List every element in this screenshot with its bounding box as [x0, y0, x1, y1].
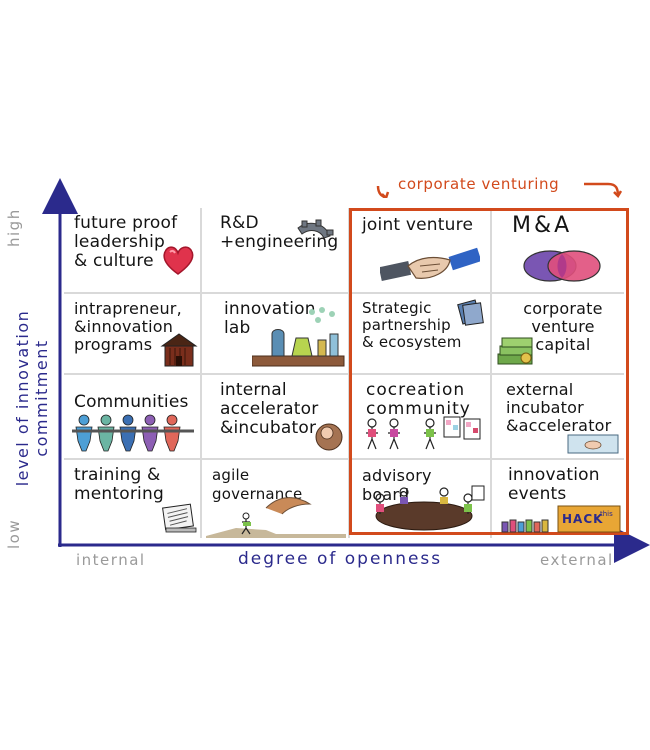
- cell-joint-venture: joint venture: [352, 210, 490, 292]
- y-axis-title: level of innovation commitment: [13, 309, 51, 487]
- cell-innovation-events: innovation events HACK this: [492, 460, 626, 535]
- stick-figures-icon: [366, 416, 481, 450]
- books-icon: [162, 503, 197, 533]
- documents-icon: [457, 299, 484, 326]
- corporate-venturing-frame: [349, 208, 629, 535]
- heart-icon: [163, 246, 194, 275]
- x-axis-low-label: internal: [76, 551, 146, 569]
- jumping-figure-icon: [206, 497, 346, 538]
- corporate-venturing-label: corporate venturing: [372, 174, 622, 198]
- money-stack-icon: [497, 337, 533, 365]
- x-axis-title: degree of openness: [238, 549, 443, 569]
- grid-hline-3: [64, 458, 624, 460]
- cell-training-mentoring: training & mentoring: [64, 460, 200, 538]
- cell-intrapreneur-programs: intrapreneur, &innovation programs: [64, 294, 200, 373]
- cell-external-incubator: external incubator &accelerator: [492, 375, 626, 458]
- cell-innovation-lab: innovation lab: [202, 294, 348, 373]
- handshake-icon: [380, 247, 480, 281]
- meeting-table-icon: [375, 485, 485, 531]
- cell-internal-accelerator: internal accelerator &incubator: [202, 375, 348, 458]
- cell-agile-governance: agile governance: [202, 460, 348, 538]
- people-chain-icon: [72, 414, 194, 452]
- cell-corporate-venture-capital: corporate venture capital: [492, 294, 626, 373]
- cell-advisory-board: advisory board: [352, 460, 490, 535]
- this-label: this: [600, 510, 613, 518]
- cell-future-proof-leadership: future proof leadership & culture: [64, 208, 200, 292]
- barn-icon: [160, 333, 198, 367]
- baby-icon: [315, 423, 343, 451]
- cell-m-and-a: M&A: [492, 210, 626, 292]
- cell-strategic-partnership: Strategic partnership & ecosystem: [352, 294, 490, 373]
- cell-cocreation-community: cocreation community: [352, 375, 490, 458]
- hack-label: HACK: [562, 512, 604, 526]
- venn-diagram-icon: [523, 250, 601, 282]
- y-axis-high-label: high: [5, 208, 23, 247]
- cell-rd-engineering: R&D +engineering: [220, 213, 339, 252]
- gear-icon: [297, 219, 334, 239]
- grid-hline-1: [64, 292, 624, 294]
- hack-container-icon: [501, 505, 621, 533]
- grid-hline-2: [64, 373, 624, 375]
- cell-communities: Communities: [64, 375, 200, 458]
- x-axis-high-label: external: [540, 551, 614, 569]
- incubator-box-icon: [567, 434, 619, 454]
- lab-equipment-icon: [252, 307, 345, 367]
